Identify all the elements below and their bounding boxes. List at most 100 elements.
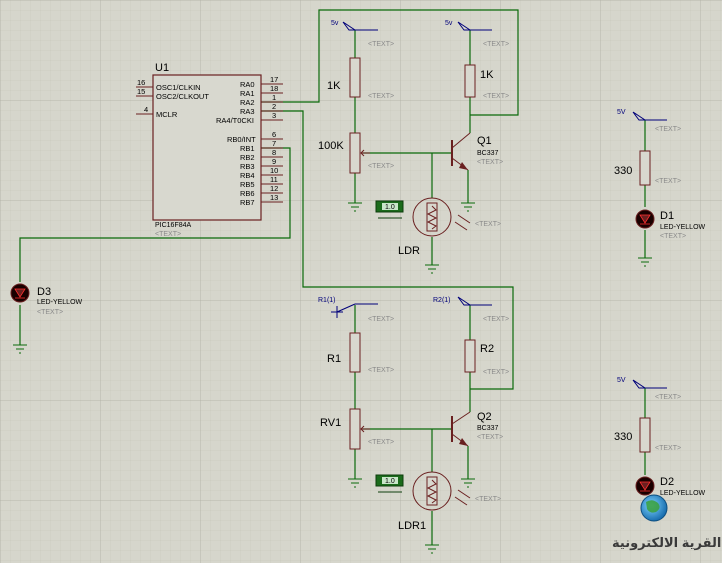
text-placeholder: <TEXT>	[483, 93, 509, 100]
pin-num: 18	[270, 84, 278, 93]
ground-icon	[638, 257, 652, 267]
text-placeholder: <TEXT>	[368, 41, 394, 48]
pin-name: RB6	[240, 189, 255, 198]
pin-num: 3	[272, 111, 276, 120]
pin-name: OSC1/CLKIN	[156, 83, 201, 92]
power-label: 5v	[445, 20, 453, 27]
text-placeholder: <TEXT>	[368, 439, 394, 446]
pin-num: 15	[137, 87, 145, 96]
ground-icon	[425, 264, 439, 274]
power-label: 5V	[617, 109, 626, 116]
pin-name: RB3	[240, 162, 255, 171]
ic-part: PIC16F84A	[155, 222, 192, 229]
power-arrow-icon	[457, 21, 492, 31]
power-terminal-4[interactable]: R1(1) <TEXT>	[318, 297, 394, 323]
power-terminal-3[interactable]: 5V <TEXT>	[617, 109, 681, 133]
led-ref: D2	[660, 476, 674, 488]
ic-ref: U1	[155, 62, 169, 74]
power-terminal-6[interactable]: 5V <TEXT>	[617, 377, 681, 401]
pin-num: 9	[272, 157, 276, 166]
power-terminal-1[interactable]: 5v <TEXT>	[331, 20, 394, 48]
ldr-ref: LDR	[398, 245, 420, 257]
led-ref: D3	[37, 286, 51, 298]
pin-num: 13	[270, 193, 278, 202]
led-d2[interactable]: D2 LED-YELLOW	[635, 476, 706, 497]
led-d3[interactable]: D3 LED-YELLOW <TEXT>	[10, 283, 83, 316]
pin-num: 8	[272, 148, 276, 157]
pin-num: 12	[270, 184, 278, 193]
resistor-d2[interactable]: 330 <TEXT>	[614, 417, 681, 453]
pin-num: 6	[272, 130, 276, 139]
light-rays-icon	[454, 214, 471, 231]
transistor-ref: Q2	[477, 411, 492, 423]
resistor-bottom-2[interactable]: R2 <TEXT>	[464, 339, 509, 376]
led-d1[interactable]: D1 LED-YELLOW <TEXT>	[635, 209, 706, 240]
text-placeholder: <TEXT>	[483, 316, 509, 323]
power-arrow-icon	[632, 111, 667, 121]
pin-name: RA1	[240, 89, 255, 98]
crosshair-icon	[331, 303, 378, 318]
wiper-arrow-icon	[360, 425, 370, 433]
resistor-d1[interactable]: 330 <TEXT>	[614, 150, 681, 186]
wires	[19, 9, 646, 545]
resistor-label: 1K	[480, 69, 494, 81]
ldr-1[interactable]: 1.0 LDR <TEXT>	[375, 197, 501, 257]
transistor-q2[interactable]: Q2 BC337 <TEXT>	[451, 411, 503, 447]
emitter-arrow-icon	[459, 438, 468, 446]
pin-name: RB1	[240, 144, 255, 153]
resistor-top-2[interactable]: 1K <TEXT>	[464, 64, 509, 100]
grounds	[13, 202, 652, 554]
wiper-arrow-icon	[360, 149, 370, 157]
emitter-arrow-icon	[459, 162, 468, 170]
power-label: 5v	[331, 20, 339, 27]
ic-u1[interactable]: U1 PIC16F84A <TEXT> 16 OSC1/CLKIN 15 OSC…	[136, 62, 283, 238]
text-placeholder: <TEXT>	[655, 394, 681, 401]
ldr-2[interactable]: 1.0 LDR1 <TEXT>	[375, 471, 501, 532]
led-part: LED-YELLOW	[37, 299, 83, 306]
potentiometer-bottom[interactable]: RV1 <TEXT>	[320, 408, 394, 450]
text-placeholder: <TEXT>	[483, 41, 509, 48]
pin-num: 17	[270, 75, 278, 84]
ground-icon	[13, 344, 27, 354]
resistor-label: RV1	[320, 417, 341, 429]
text-placeholder: <TEXT>	[368, 163, 394, 170]
led-ref: D1	[660, 210, 674, 222]
transistor-ref: Q1	[477, 135, 492, 147]
pin-name: RB4	[240, 171, 255, 180]
text-placeholder: <TEXT>	[368, 316, 394, 323]
text-placeholder: <TEXT>	[368, 93, 394, 100]
pin-name: RA0	[240, 80, 255, 89]
pin-num: 1	[272, 93, 276, 102]
pin-num: 11	[270, 175, 278, 184]
transistor-part: BC337	[477, 425, 499, 432]
text-placeholder: <TEXT>	[477, 434, 503, 441]
text-placeholder: <TEXT>	[475, 221, 501, 228]
text-placeholder: <TEXT>	[655, 178, 681, 185]
pin-num: 2	[272, 102, 276, 111]
pin-name: RA2	[240, 98, 255, 107]
led-part: LED-YELLOW	[660, 224, 706, 231]
ground-icon	[461, 478, 475, 488]
resistor-label: 1K	[327, 80, 341, 92]
text-placeholder: <TEXT>	[368, 367, 394, 374]
text-placeholder: <TEXT>	[477, 159, 503, 166]
resistor-bottom-1[interactable]: R1 <TEXT>	[327, 332, 394, 374]
pin-num: 16	[137, 78, 145, 87]
pin-name: RB5	[240, 180, 255, 189]
pin-name: RB0/INT	[227, 135, 256, 144]
potentiometer-top[interactable]: 100K <TEXT>	[318, 132, 394, 174]
power-label: R1(1)	[318, 297, 336, 304]
resistor-label: 330	[614, 431, 632, 443]
power-terminal-2[interactable]: 5v <TEXT>	[445, 20, 509, 48]
resistor-top-1[interactable]: 1K <TEXT>	[327, 57, 394, 100]
ic-placeholder: <TEXT>	[155, 231, 181, 238]
meter-value: 1.0	[385, 478, 395, 485]
resistor-label: 330	[614, 165, 632, 177]
watermark: القرية الالكترونية	[612, 494, 721, 550]
transistor-q1[interactable]: Q1 BC337 <TEXT>	[451, 132, 503, 171]
power-terminal-5[interactable]: R2(1) <TEXT>	[433, 296, 509, 323]
ground-icon	[348, 478, 362, 488]
text-placeholder: <TEXT>	[475, 496, 501, 503]
